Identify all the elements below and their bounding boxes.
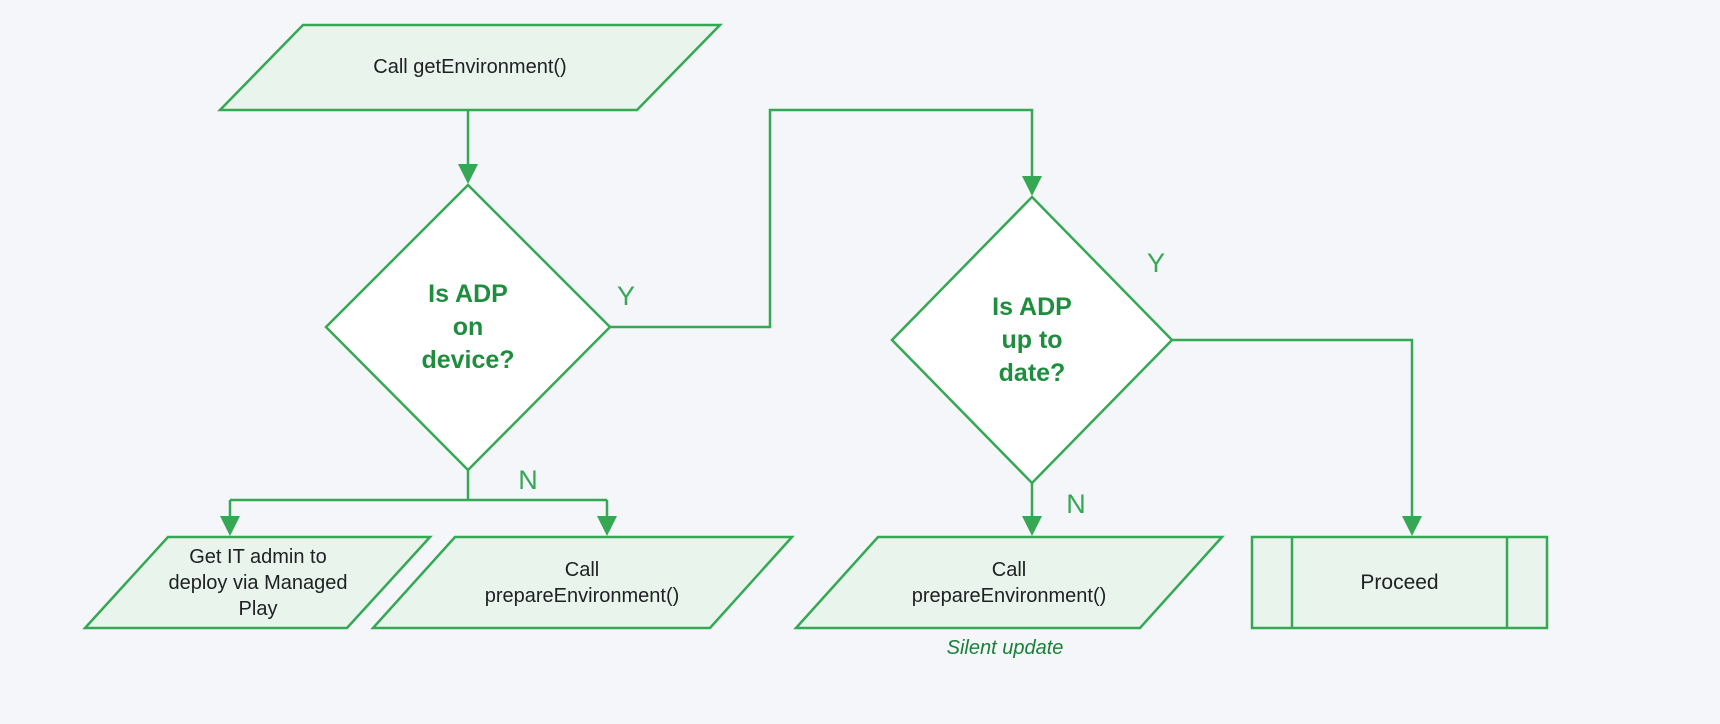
start-label: Call getEnvironment() [373,56,567,78]
decision1-yes-label: Y [616,281,635,312]
start-parallelogram [217,23,723,112]
prepare2-caption: Silent update [946,637,1064,659]
proceed-box [1250,535,1549,630]
deploy-parallelogram [82,535,433,630]
connector-decision1-yes-to-decision2 [610,108,1042,329]
decision2-yes-label: Y [1146,248,1165,279]
deploy-label: Get IT admin to deploy via Managed Play [168,546,348,620]
decision1-diamond [324,183,612,472]
prepare1-parallelogram [370,535,795,630]
connector-decision2-yes-to-proceed [1172,338,1422,536]
decision2-diamond [890,195,1174,485]
decision2-label: Is ADP up to date? [992,292,1072,387]
decision1-label: Is ADP on device? [421,279,515,374]
proceed-label: Proceed [1360,570,1439,594]
prepare1-label: Call prepareEnvironment() [484,559,680,607]
prepare2-parallelogram [793,535,1225,630]
prepare2-label: Call prepareEnvironment() [911,559,1107,607]
decision1-no-label: N [518,465,538,496]
decision2-no-label: N [1066,489,1086,520]
